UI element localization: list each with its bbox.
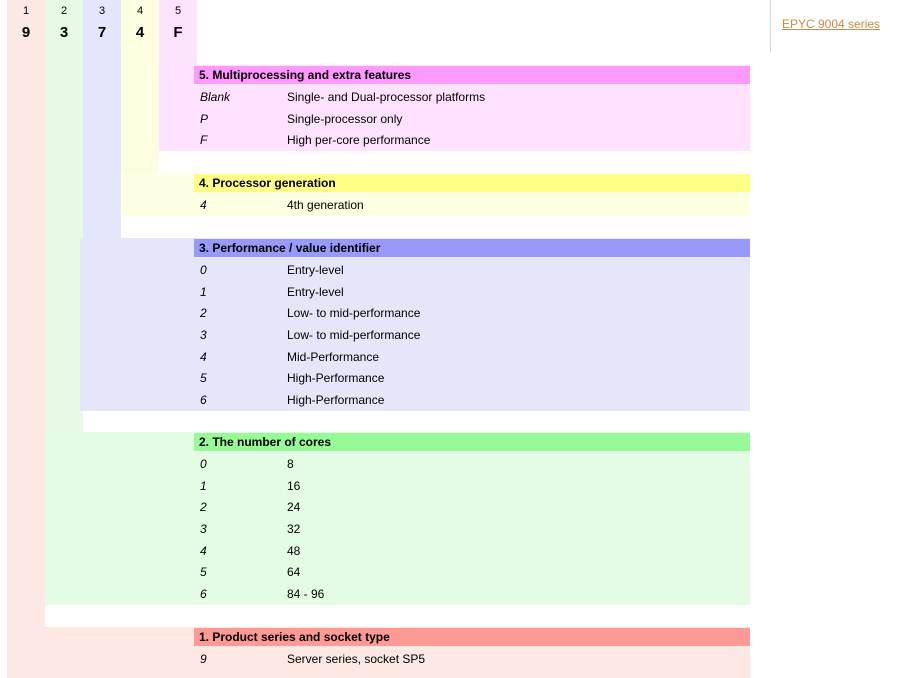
section-header-performance-value-identifier: 3. Performance / value identifier: [194, 239, 750, 257]
section-row: P Single-processor only: [194, 109, 750, 131]
section-rows-product-series-socket: 9 Server series, socket SP5: [194, 649, 750, 671]
row-key: 0: [200, 457, 207, 471]
row-desc: Low- to mid-performance: [287, 306, 421, 321]
section-row: 4 4th generation: [194, 195, 750, 217]
row-key: 3: [200, 328, 207, 343]
section-row: 4 Mid-Performance: [194, 347, 750, 369]
row-desc: 64: [287, 565, 301, 580]
section-row: 5 64: [194, 562, 750, 584]
section-row: 3 32: [194, 519, 750, 541]
row-desc: 32: [287, 522, 301, 537]
row-key: 1: [200, 478, 207, 493]
row-desc: Single-processor only: [287, 111, 403, 126]
row-desc: 16: [287, 478, 301, 493]
digit-column-3: 3 7: [83, 0, 121, 43]
digit-column-5: 5 F: [159, 0, 197, 43]
row-key: 4: [200, 349, 207, 364]
row-key: 3: [200, 522, 207, 537]
section-row: 2 24: [194, 497, 750, 519]
section-rows-processor-generation: 4 4th generation: [194, 195, 750, 217]
row-key: 1: [200, 284, 207, 299]
section-row: 4 48: [194, 541, 750, 563]
digit-column-char-2: 3: [59, 24, 69, 41]
row-desc: Low- to mid-performance: [287, 328, 421, 343]
digit-column-index-2: 2: [60, 5, 68, 17]
section-header-number-of-cores: 2. The number of cores: [194, 433, 750, 451]
section-row: Blank Single- and Dual-processor platfor…: [194, 87, 750, 109]
row-key: 2: [200, 500, 207, 515]
digit-column-char-1: 9: [21, 24, 31, 41]
section-body-performance-value-identifier: [80, 238, 750, 411]
section-row: 6 High-Performance: [194, 390, 750, 412]
section-row: 5 High-Performance: [194, 368, 750, 390]
digit-column-char-5: F: [173, 24, 183, 41]
row-desc: Entry-level: [287, 263, 344, 277]
row-desc: 24: [287, 500, 301, 515]
row-desc: High-Performance: [287, 393, 385, 408]
section-row: 3 Low- to mid-performance: [194, 325, 750, 347]
digit-column-index-4: 4: [136, 5, 144, 17]
row-desc: High per-core performance: [287, 133, 431, 148]
section-row: 1 16: [194, 476, 750, 498]
digit-column-char-4: 4: [135, 24, 145, 41]
section-body-number-of-cores: [45, 432, 750, 605]
row-desc: Single- and Dual-processor platforms: [287, 90, 486, 104]
section-row: 9 Server series, socket SP5: [194, 649, 750, 671]
row-key: 4: [200, 198, 207, 212]
row-key: P: [200, 111, 209, 126]
row-key: 4: [200, 543, 207, 558]
digit-column-index-3: 3: [98, 5, 106, 17]
row-key: 9: [200, 652, 207, 666]
section-header-product-series-socket: 1. Product series and socket type: [194, 628, 750, 646]
row-desc: 48: [287, 543, 301, 558]
row-desc: Mid-Performance: [287, 349, 380, 364]
section-rows-performance-value-identifier: 0 Entry-level 1 Entry-level 2 Low- to mi…: [194, 260, 750, 412]
row-desc: 84 - 96: [287, 587, 325, 602]
section-row: F High per-core performance: [194, 130, 750, 152]
section-row: 0 Entry-level: [194, 260, 750, 282]
row-desc: 4th generation: [287, 198, 364, 212]
section-row: 2 Low- to mid-performance: [194, 303, 750, 325]
digit-column-index-1: 1: [22, 5, 30, 17]
row-desc: High-Performance: [287, 371, 385, 386]
digit-column-char-3: 7: [97, 24, 107, 41]
row-key: 5: [200, 565, 207, 580]
digit-column-index-5: 5: [174, 5, 182, 17]
column-band-1: [7, 0, 45, 678]
row-key: Blank: [200, 90, 231, 104]
digit-column-2: 2 3: [45, 0, 83, 43]
row-desc: Entry-level: [287, 284, 344, 299]
epyc-series-link[interactable]: EPYC 9004 series: [782, 17, 881, 31]
row-key: 6: [200, 393, 207, 408]
section-row: 6 84 - 96: [194, 584, 750, 606]
row-key: 5: [200, 371, 207, 386]
section-row: 0 8: [194, 454, 750, 476]
row-key: 6: [200, 587, 207, 602]
series-link-container: EPYC 9004 series: [770, 0, 904, 52]
row-desc: 8: [287, 457, 294, 471]
row-key: 2: [200, 306, 207, 321]
row-key: F: [200, 133, 208, 148]
digit-column-1: 1 9: [7, 0, 45, 43]
section-header-processor-generation: 4. Processor generation: [194, 174, 750, 192]
row-desc: Server series, socket SP5: [287, 652, 426, 666]
section-row: 1 Entry-level: [194, 282, 750, 304]
section-rows-multiprocessing: Blank Single- and Dual-processor platfor…: [194, 87, 750, 152]
digit-column-4: 4 4: [121, 0, 159, 43]
section-header-multiprocessing: 5. Multiprocessing and extra features: [194, 66, 750, 84]
section-rows-number-of-cores: 0 8 1 16 2 24 3 32 4 48 5 64 6 84 - 96: [194, 454, 750, 606]
row-key: 0: [200, 263, 207, 277]
